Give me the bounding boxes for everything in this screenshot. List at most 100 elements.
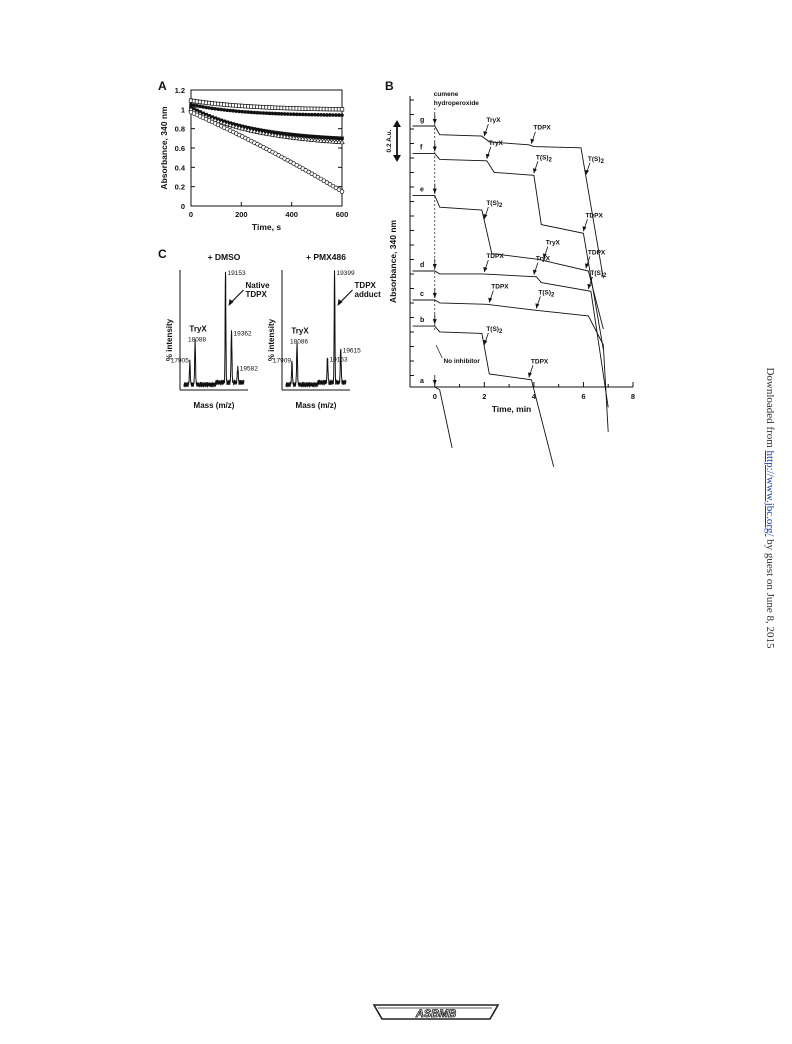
data-point <box>291 132 296 137</box>
event-label: TDPX <box>533 125 551 132</box>
peak-label: 19362 <box>233 331 251 338</box>
event-label: T(S)2 <box>486 326 503 335</box>
x-axis-label: Time, s <box>252 222 281 232</box>
event-label: T(S)2 <box>538 289 555 298</box>
y-tick-label: 0.6 <box>175 144 185 153</box>
data-point <box>219 107 223 112</box>
addition-label: hydroperoxide <box>434 100 480 107</box>
data-point <box>291 112 296 117</box>
trace-label: b <box>420 317 424 324</box>
event-label: TryX <box>489 140 504 147</box>
data-point <box>337 113 341 117</box>
data-point <box>328 135 332 140</box>
data-point <box>322 113 326 117</box>
data-point <box>310 134 314 139</box>
annotation-arrow-head <box>337 299 343 306</box>
arrow-head <box>532 269 537 275</box>
event-arrow: TryX <box>542 240 561 259</box>
x-tick-label: 4 <box>532 392 537 401</box>
data-point <box>218 119 225 125</box>
arrow-head <box>483 339 488 345</box>
trace-label: f <box>420 145 423 152</box>
peak-label: 19582 <box>240 365 258 372</box>
event-arrow: TDPX <box>582 212 603 232</box>
main-peak-annotation: adduct <box>355 290 382 299</box>
logo-text: ASBMB <box>415 1008 456 1020</box>
x-tick-label: 200 <box>235 210 248 219</box>
data-point <box>305 136 312 142</box>
data-point <box>248 127 255 133</box>
data-point <box>242 126 249 132</box>
peak-label: 17905 <box>171 358 189 365</box>
data-point <box>239 125 246 131</box>
label-base: T(S) <box>486 326 499 333</box>
trace-label: a <box>420 378 424 385</box>
tryx-annotation: TryX <box>291 327 309 336</box>
label-subscript: 2 <box>601 159 605 165</box>
event-arrow: TDPX <box>488 284 509 303</box>
data-point <box>270 111 275 116</box>
data-point <box>233 123 240 129</box>
data-point <box>313 112 317 117</box>
data-point <box>284 134 291 139</box>
peak-label: 19615 <box>343 347 361 354</box>
event-label: TryX <box>486 117 501 124</box>
event-label: T(S)2 <box>536 154 553 163</box>
series-open-square <box>188 98 345 112</box>
x-tick-label: 0 <box>189 210 193 219</box>
data-point <box>299 135 306 141</box>
data-point <box>297 133 302 138</box>
y-tick-label: 0.2 <box>175 183 185 192</box>
trace-line <box>412 325 555 467</box>
event-arrow <box>432 375 437 385</box>
data-point <box>288 132 293 137</box>
data-point <box>228 108 233 113</box>
event-arrow: T(S)2 <box>483 200 503 220</box>
event-arrow: TDPX <box>527 358 549 378</box>
data-point <box>236 124 243 130</box>
label-base: T(S) <box>536 154 549 161</box>
x-tick-label: 6 <box>581 392 585 401</box>
data-point <box>339 189 345 194</box>
event-label: TDPX <box>588 249 606 256</box>
peak-label: 17909 <box>273 358 291 365</box>
scale-bar-arrow-down <box>393 155 401 162</box>
trace-label: c <box>420 291 424 298</box>
data-point <box>337 136 341 140</box>
arrow-head <box>432 119 437 124</box>
data-point <box>281 133 288 139</box>
data-point <box>249 110 254 115</box>
event-arrow: TDPX <box>584 249 606 269</box>
arrow-head <box>587 283 592 289</box>
main-peak-annotation: TDPX <box>355 281 377 290</box>
panel-label-b: B <box>385 79 394 93</box>
annotation-arrow-head <box>228 299 234 306</box>
event-arrow: T(S)2 <box>587 270 607 289</box>
mass-spectrum <box>183 271 245 388</box>
x-axis-label: Mass (m/z) <box>194 401 235 410</box>
journal-link[interactable]: http://www.jbc.org/ <box>764 450 776 537</box>
data-point <box>334 113 338 117</box>
event-arrow <box>432 141 437 152</box>
x-tick-label: 600 <box>336 210 349 219</box>
event-arrow: T(S)2 <box>584 156 605 175</box>
peak-label: 19153 <box>330 356 348 363</box>
data-point <box>257 129 264 135</box>
arrow-head <box>582 226 587 232</box>
data-point <box>334 136 338 140</box>
data-point <box>245 127 252 132</box>
trace-line <box>412 299 609 432</box>
data-point <box>207 106 211 110</box>
y-axis-label: % intensity <box>267 318 276 361</box>
data-point <box>260 130 267 136</box>
trace-line <box>412 386 453 448</box>
data-point <box>278 133 285 139</box>
event-arrow <box>432 259 437 269</box>
event-label: TDPX <box>585 212 603 219</box>
data-point <box>321 137 327 143</box>
scale-bar-label: 0.2 A.u. <box>386 129 393 152</box>
x-tick-label: 2 <box>482 392 486 401</box>
